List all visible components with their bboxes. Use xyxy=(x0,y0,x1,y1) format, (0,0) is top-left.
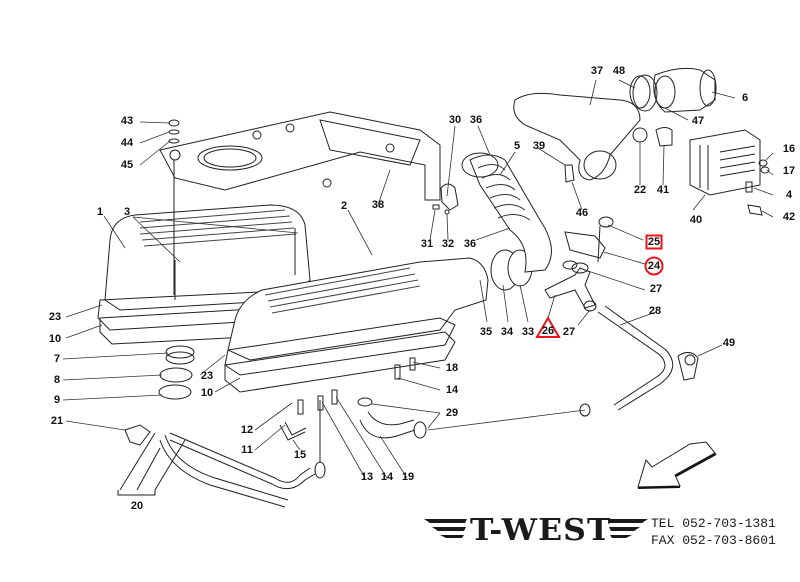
highlight-circle-24 xyxy=(644,256,664,276)
left-manifold-1 xyxy=(97,204,316,345)
tel-label: TEL xyxy=(651,516,675,531)
part-label[interactable]: 10 xyxy=(200,387,214,399)
pipe-15 xyxy=(279,421,307,441)
t-piece-26 xyxy=(544,262,597,312)
part-label[interactable]: 29 xyxy=(445,407,459,419)
part-label[interactable]: 17 xyxy=(782,165,796,177)
brand-logo: T-WEST xyxy=(424,512,648,550)
fax-number: 052-703-8601 xyxy=(682,533,776,548)
part-label[interactable]: 33 xyxy=(521,326,535,338)
part-label[interactable]: 23 xyxy=(48,311,62,323)
part-label[interactable]: 43 xyxy=(120,115,134,127)
part-label[interactable]: 21 xyxy=(50,415,64,427)
part-label[interactable]: 40 xyxy=(689,214,703,226)
part-label[interactable]: 26 xyxy=(541,325,555,337)
brand-logo-text: T-WEST xyxy=(470,513,612,548)
part-label[interactable]: 19 xyxy=(401,471,415,483)
highlight-triangle-26 xyxy=(535,316,561,338)
part-label[interactable]: 14 xyxy=(445,384,459,396)
cover-frame-38 xyxy=(159,111,441,201)
part-label[interactable]: 37 xyxy=(590,65,604,77)
right-manifold-2 xyxy=(224,249,533,393)
part-label[interactable]: 9 xyxy=(53,394,61,406)
part-label[interactable]: 41 xyxy=(656,184,670,196)
part-label[interactable]: 6 xyxy=(741,92,749,104)
part-label[interactable]: 49 xyxy=(722,337,736,349)
part-label[interactable]: 18 xyxy=(445,362,459,374)
part-label[interactable]: 30 xyxy=(448,114,462,126)
part-label[interactable]: 25 xyxy=(647,236,661,248)
part-label[interactable]: 42 xyxy=(782,211,796,223)
part-label[interactable]: 35 xyxy=(479,326,493,338)
tel-line: TEL 052-703-1381 xyxy=(651,515,776,532)
part-label[interactable]: 48 xyxy=(612,65,626,77)
hose-28 xyxy=(579,305,674,417)
logo-wings xyxy=(424,519,648,538)
part-label[interactable]: 36 xyxy=(469,114,483,126)
y-pipe-37 xyxy=(513,75,651,181)
part-label[interactable]: 38 xyxy=(371,199,385,211)
part-label[interactable]: 4 xyxy=(785,189,793,201)
box-40 xyxy=(689,129,761,196)
part-label[interactable]: 20 xyxy=(130,500,144,512)
part-label[interactable]: 27 xyxy=(562,326,576,338)
fax-line: FAX 052-703-8601 xyxy=(651,532,776,549)
part-label[interactable]: 34 xyxy=(500,326,514,338)
part-label[interactable]: 46 xyxy=(575,207,589,219)
part-label[interactable]: 5 xyxy=(513,140,521,152)
part-label[interactable]: 1 xyxy=(96,206,104,218)
part-label[interactable]: 39 xyxy=(532,140,546,152)
part-label[interactable]: 10 xyxy=(48,333,62,345)
leader-lines xyxy=(62,79,774,479)
part-label[interactable]: 28 xyxy=(648,305,662,317)
part-label[interactable]: 31 xyxy=(420,238,434,250)
clip-49 xyxy=(677,352,699,381)
washers-43-44-45 xyxy=(168,119,180,295)
part-label[interactable]: 47 xyxy=(691,115,705,127)
part-label[interactable]: 13 xyxy=(360,471,374,483)
bracket-20 xyxy=(117,432,186,496)
part-label[interactable]: 7 xyxy=(53,353,61,365)
bellows-hose-5 xyxy=(461,152,552,273)
part-label[interactable]: 45 xyxy=(120,159,134,171)
tel-number: 052-703-1381 xyxy=(682,516,776,531)
contact-info: TEL 052-703-1381 FAX 052-703-8601 xyxy=(651,515,776,549)
rings-7-8-9 xyxy=(158,345,195,400)
part-label[interactable]: 11 xyxy=(241,444,253,456)
part-label[interactable]: 36 xyxy=(463,238,477,250)
part-label[interactable]: 2 xyxy=(340,200,348,212)
part-label[interactable]: 22 xyxy=(633,184,647,196)
part-label[interactable]: 32 xyxy=(441,238,455,250)
part-label[interactable]: 23 xyxy=(200,370,214,382)
part-label[interactable]: 12 xyxy=(240,424,254,436)
part-label[interactable]: 16 xyxy=(782,143,796,155)
part-label[interactable]: 3 xyxy=(123,206,131,218)
part-label[interactable]: 14 xyxy=(380,471,394,483)
highlight-square-25 xyxy=(645,234,663,250)
hose-19 xyxy=(357,397,427,439)
bolts xyxy=(297,127,770,415)
part-label[interactable]: 8 xyxy=(53,374,61,386)
fax-label: FAX xyxy=(651,533,675,548)
part-label[interactable]: 27 xyxy=(649,283,663,295)
front-direction-arrow xyxy=(637,441,716,488)
fitting-24-25 xyxy=(564,216,614,263)
part-label[interactable]: 15 xyxy=(293,449,307,461)
part-label[interactable]: 44 xyxy=(120,137,134,149)
